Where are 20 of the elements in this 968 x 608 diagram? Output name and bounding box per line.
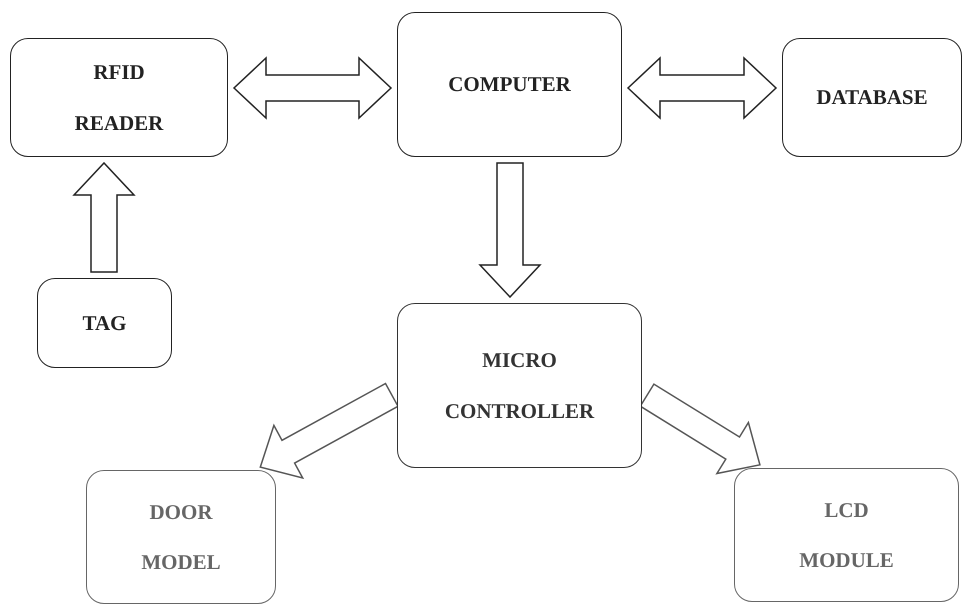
block-arrow [72,162,136,273]
block-arrow [639,383,761,475]
process-box [86,470,276,604]
box-label: DATABASE [816,84,928,112]
block-arrow [259,382,400,480]
box-label: DOOR MODEL [140,498,222,576]
box-label: LCD MODULE [798,496,895,574]
block-arrow [478,162,542,298]
box-label: COMPUTER [448,71,571,98]
box-label: RFID READER [74,59,164,136]
box-label: TAG [82,310,126,337]
process-box [397,12,622,157]
process-box [782,38,962,157]
box-label: MICRO CONTROLLER [444,347,596,424]
block-arrow [232,56,392,120]
process-box [37,278,172,368]
process-box [734,468,959,602]
process-box [10,38,228,157]
block-arrow [626,56,778,120]
process-box [397,303,642,468]
